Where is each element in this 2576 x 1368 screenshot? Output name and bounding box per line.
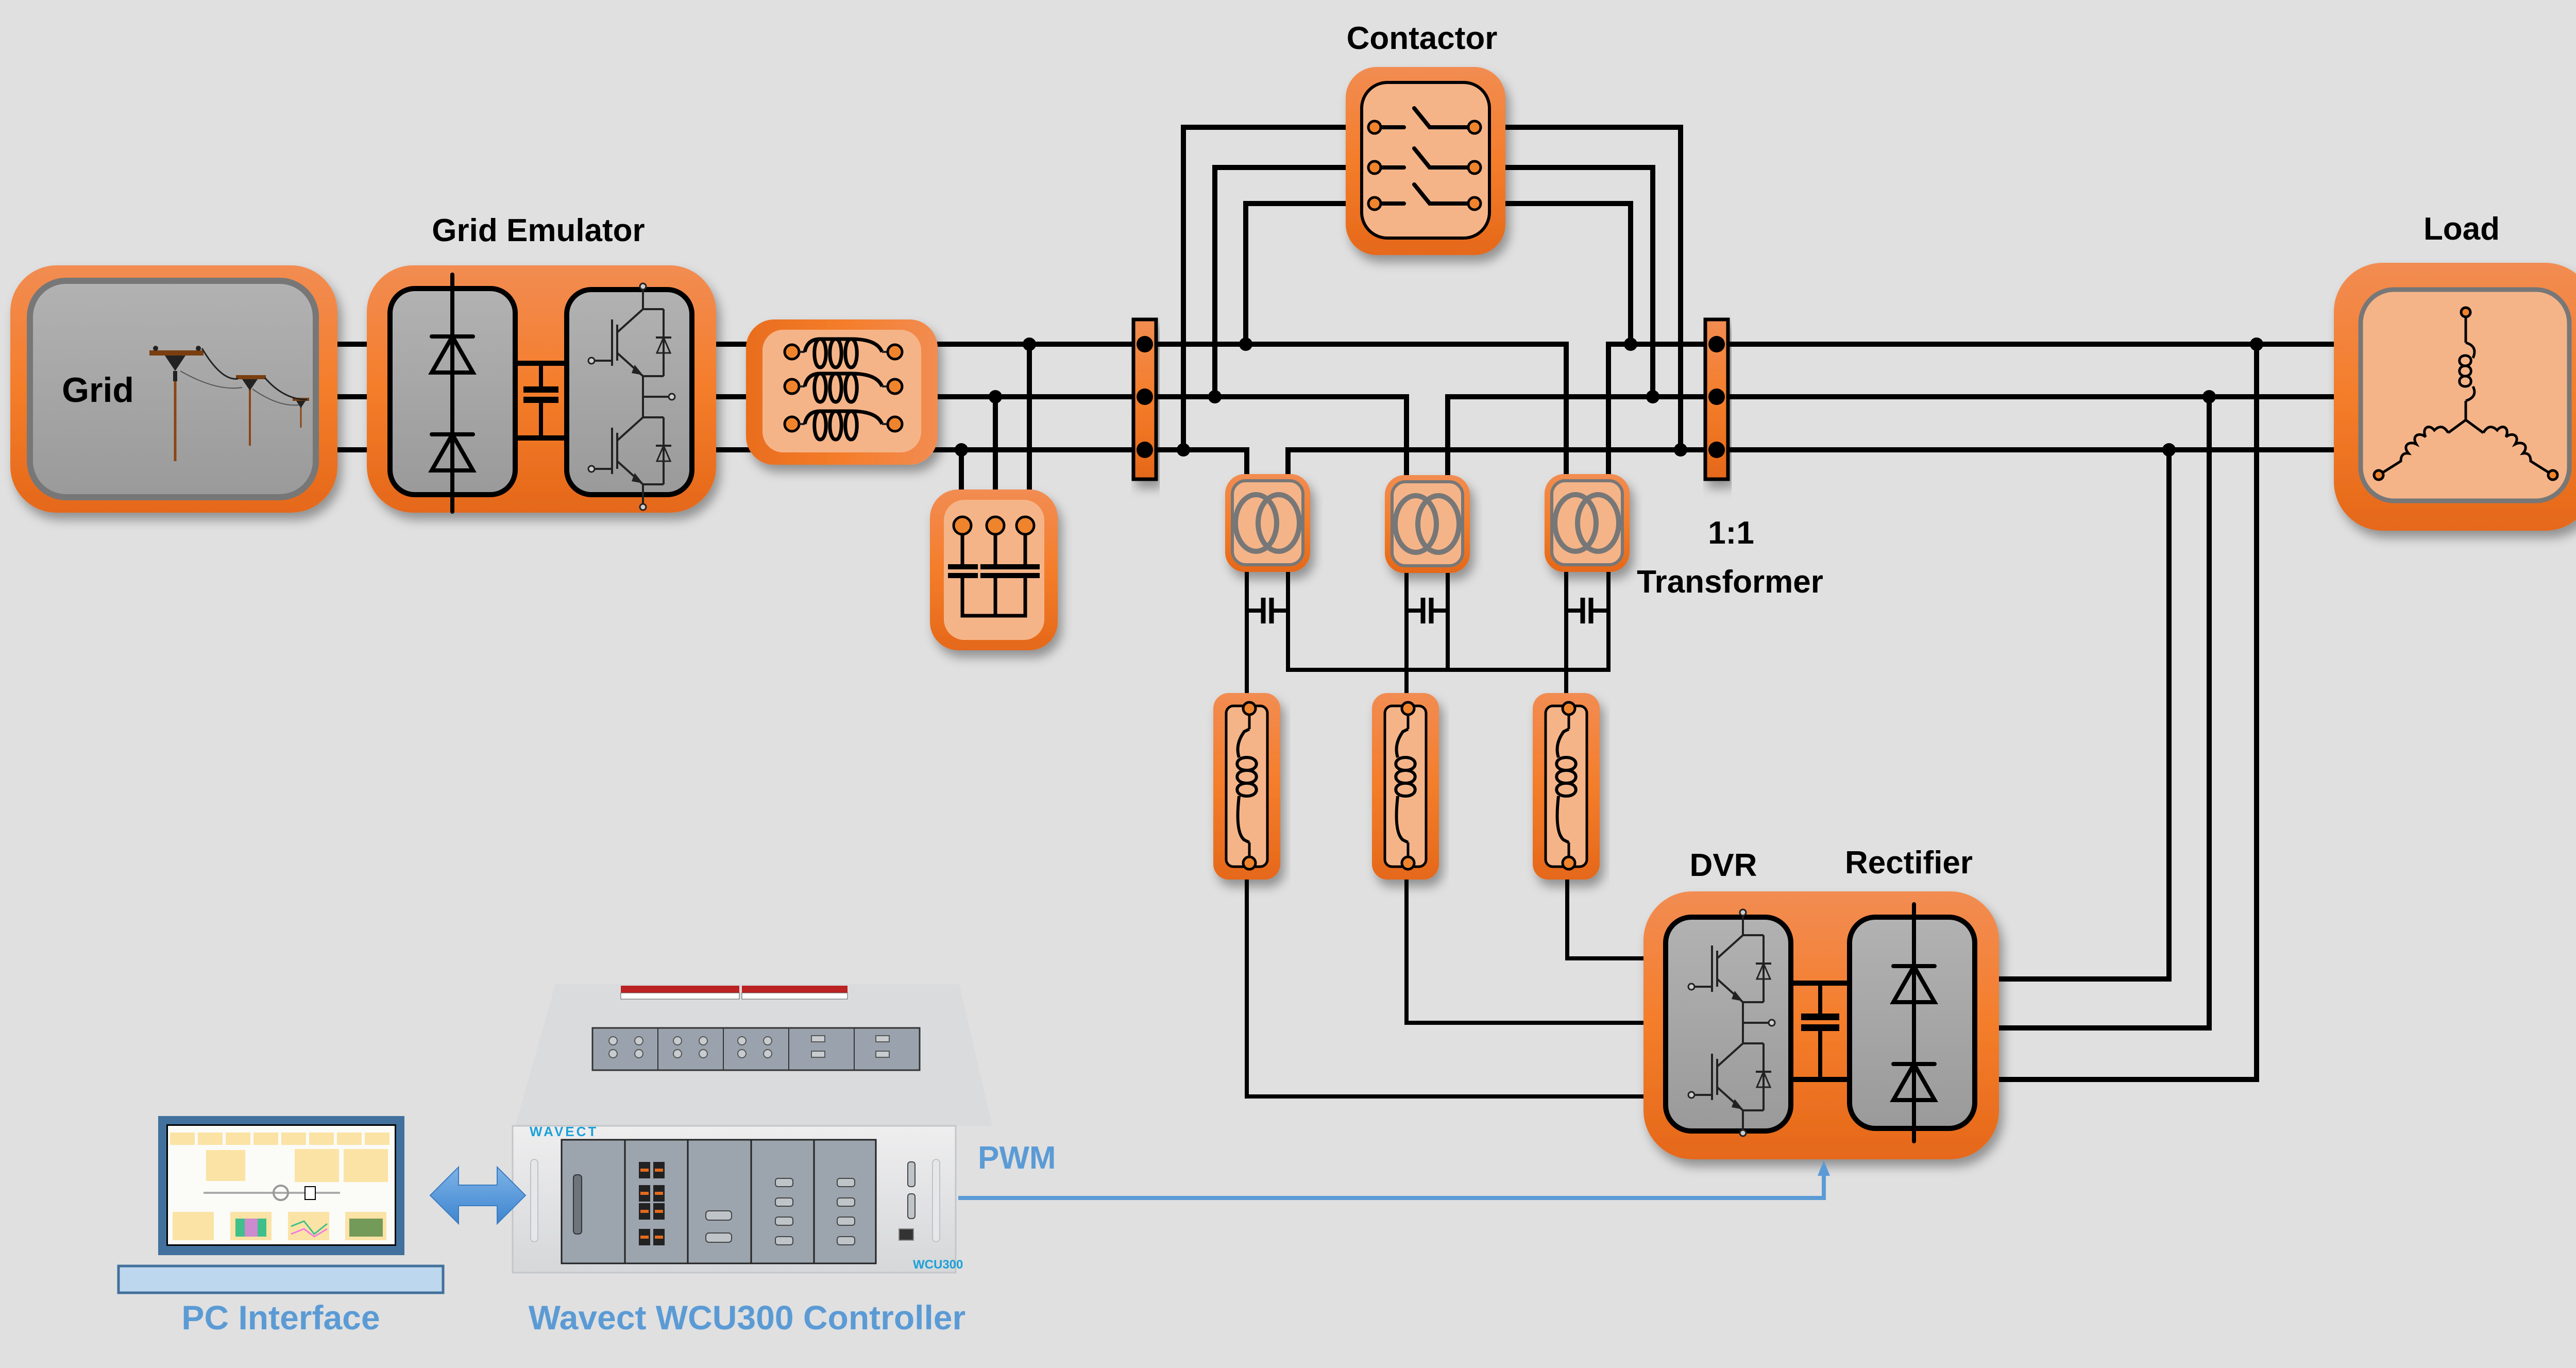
bidirectional-arrow-icon [429, 1166, 527, 1225]
dc-link-capacitor-icon [1791, 981, 1850, 1082]
handle-right [932, 1159, 940, 1242]
din-connector [573, 1174, 582, 1235]
dvr-inductor-a[interactable] [1213, 693, 1280, 880]
ripple-capacitor [1566, 598, 1608, 623]
wcu300-controller[interactable]: WAVECT [512, 984, 992, 1274]
three-phase-capacitor-icon [948, 515, 1040, 618]
grid-emulator-label: Grid Emulator [432, 213, 645, 248]
handle-left [530, 1159, 538, 1242]
pwm-signal-line [958, 1160, 1830, 1200]
pc-keyboard-base [117, 1264, 445, 1294]
wavect-brand-logo: WAVECT [530, 1124, 598, 1139]
encoder-connectors [705, 1210, 732, 1243]
wcu300-model-label: WCU300 [913, 1258, 963, 1272]
main-bus-wires [330, 125, 2342, 1082]
top-sensor-strip [620, 986, 848, 1000]
dvr-inductor-c[interactable] [1533, 693, 1600, 880]
pwm-connectors [775, 1178, 855, 1245]
dc-link-capacitor-icon [515, 361, 567, 441]
dvr-inverter-panel [1663, 915, 1793, 1134]
ethernet-port [899, 1228, 914, 1241]
three-pole-switch-icon [1367, 106, 1482, 211]
ripple-capacitor [1247, 598, 1288, 623]
transformer-label: Transformer [1637, 564, 1823, 600]
filter-capacitor-block[interactable] [930, 489, 1058, 650]
transformer-ratio-label: 1:1 [1708, 515, 1754, 551]
grid-emulator-inverter-panel [564, 287, 694, 497]
rectifier-label: Rectifier [1845, 845, 1973, 881]
right-busbar [1703, 317, 1730, 481]
pwm-label: PWM [978, 1140, 1056, 1176]
series-transformer-c[interactable] [1545, 474, 1630, 572]
dvr-inductor-b[interactable] [1372, 693, 1439, 880]
dvr-label: DVR [1690, 848, 1757, 883]
wye-inductive-load-icon [2372, 306, 2559, 481]
pc-interface[interactable] [117, 1116, 445, 1294]
screen-gui-preview [170, 1133, 389, 1240]
grid-label: Grid [62, 370, 134, 410]
series-transformer-b[interactable] [1385, 475, 1470, 573]
controller-label: Wavect WCU300 Controller [529, 1298, 965, 1337]
load-label: Load [2424, 211, 2500, 247]
pc-interface-label: PC Interface [181, 1298, 380, 1337]
top-slot-panel [591, 1027, 921, 1071]
power-line-icon [149, 346, 309, 461]
relay-connectors [639, 1162, 665, 1245]
load-block[interactable] [2334, 263, 2576, 531]
contactor-label: Contactor [1347, 21, 1498, 56]
comm-ports [899, 1161, 916, 1241]
transformer-secondary-wiring [1245, 567, 1651, 1099]
left-busbar [1131, 317, 1158, 481]
ripple-capacitor [1406, 598, 1448, 623]
series-transformer-a[interactable] [1225, 474, 1310, 572]
